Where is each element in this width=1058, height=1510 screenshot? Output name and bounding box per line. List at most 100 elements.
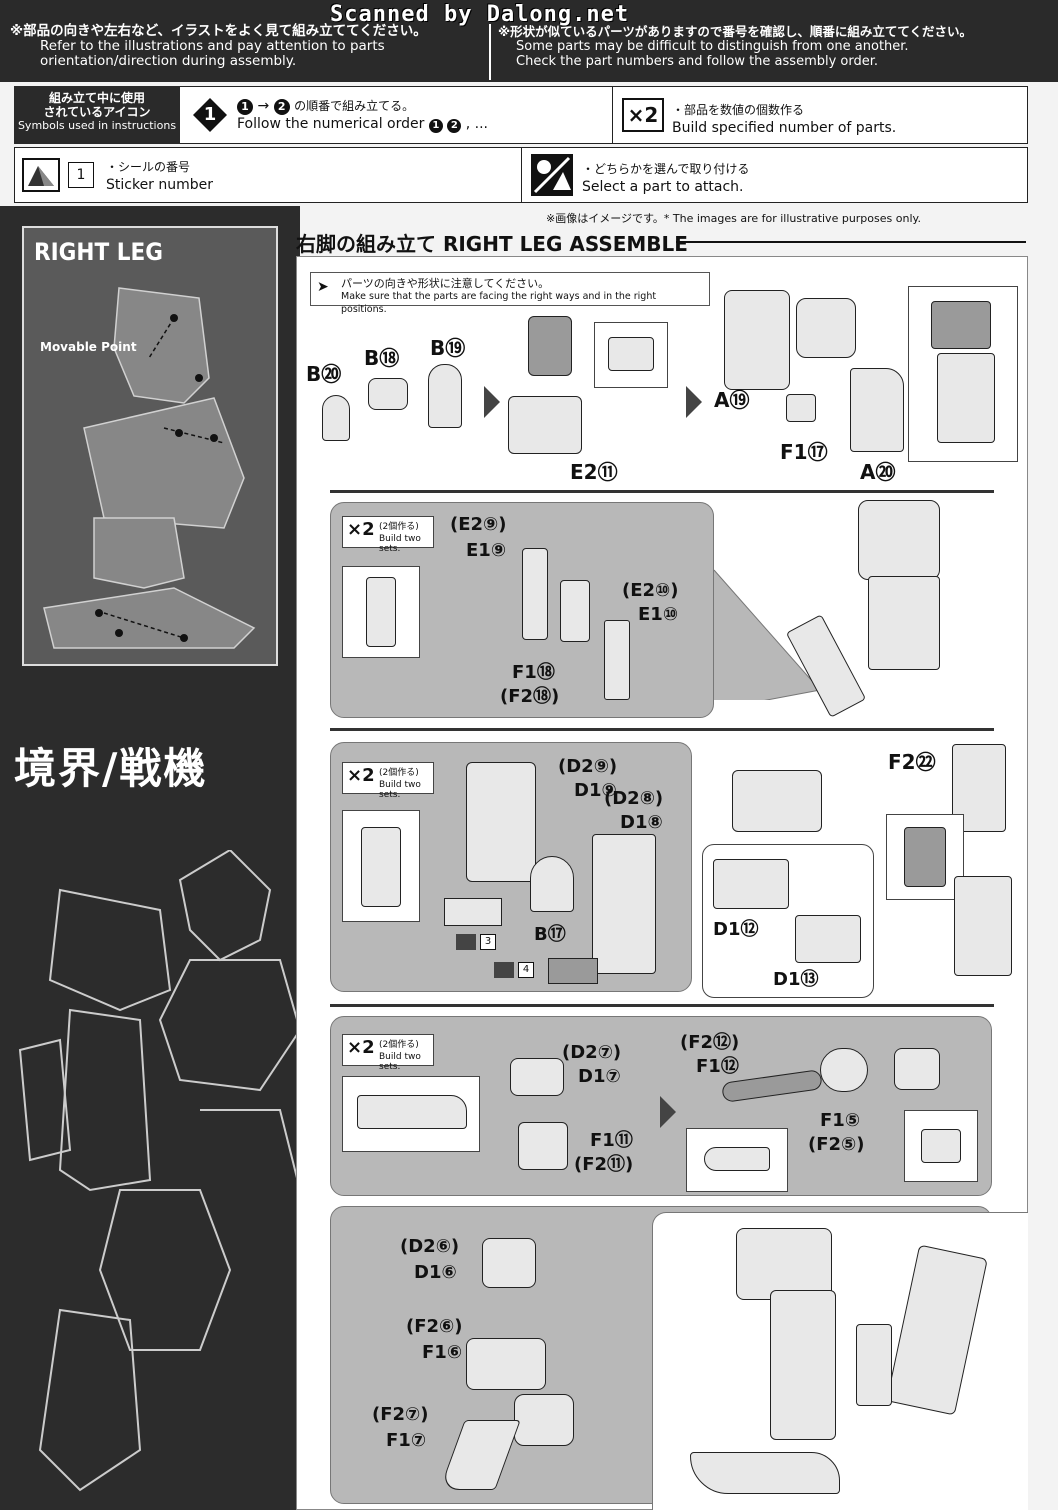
step-separator-3	[330, 1004, 994, 1007]
step-arrow-icon	[484, 386, 500, 418]
label-e1-10: E1⑩	[638, 604, 679, 625]
part-step3-panel	[732, 770, 822, 832]
sticker-en: Sticker number	[106, 177, 214, 193]
sticker-4-number: 4	[518, 962, 534, 978]
choose-part-icon	[531, 154, 573, 196]
step4-x2-jp: (2個作る)	[379, 1040, 419, 1050]
order-arrow: →	[257, 98, 270, 114]
step1-result-box	[908, 286, 1018, 462]
label-f2-12: (F2⑫)	[680, 1032, 740, 1053]
order-symbol-text: 1 → 2 の順番で組み立てる。 Follow the numerical or…	[237, 97, 607, 133]
symbols-label-jp-2: されているアイコン	[43, 105, 151, 119]
note-divider	[489, 24, 491, 80]
step-separator-2	[330, 728, 994, 731]
step3-preview-box	[342, 810, 420, 922]
order-num-2-icon: 2	[273, 99, 290, 115]
step3-x2-badge: ×2 (2個作る) Build two sets.	[342, 762, 434, 800]
note-right-en-1: Some parts may be difficult to distingui…	[516, 39, 909, 54]
step3-preview-part	[361, 827, 401, 907]
step3-sub-box: D1⑫ D1⑬	[702, 844, 874, 998]
sticker-3-shape	[444, 898, 502, 926]
label-e2-11: E2⑪	[570, 460, 618, 484]
label-b18: B⑱	[364, 346, 400, 370]
part-e2-11-illustration	[508, 396, 582, 454]
label-d1-9: D1⑨	[574, 780, 617, 801]
part-b18-illustration	[368, 378, 408, 410]
part-f1-11-illustration	[518, 1122, 568, 1170]
sticker-symbol-text: ・シールの番号 Sticker number	[106, 158, 213, 194]
step4-detail-left	[686, 1128, 788, 1192]
part-a19-illustration	[724, 290, 790, 390]
scan-watermark: Scanned by Dalong.net	[330, 2, 630, 27]
label-d1-8: D1⑧	[620, 812, 663, 833]
x2-jp: ・部品を数値の個数作る	[672, 103, 805, 117]
step-arrow-icon-2	[686, 386, 702, 418]
label-d2-7: (D2⑦)	[562, 1042, 622, 1063]
symbols-divider-2	[521, 147, 522, 203]
step2-x2-icon: ×2	[347, 519, 375, 540]
part-f1-6-illustration	[466, 1338, 546, 1390]
order-en-tail: , ...	[465, 116, 489, 132]
step3-detail-part	[904, 827, 946, 887]
part-joint-assembled	[796, 298, 856, 358]
step3-result-part	[954, 876, 1012, 976]
label-f1-18: F1⑱	[512, 662, 555, 683]
symbols-label-jp-1: 組み立て中に使用	[48, 91, 145, 105]
label-f1-17: F1⑰	[780, 440, 828, 464]
label-d1-12: D1⑫	[713, 919, 759, 940]
step4-detail-right	[904, 1110, 978, 1182]
note-left-en-2: orientation/direction during assembly.	[40, 53, 297, 69]
label-b20: B⑳	[306, 362, 342, 386]
label-f1-7: F1⑦	[386, 1430, 427, 1451]
x2-en: Build specified number of parts.	[672, 120, 897, 136]
step2-x2-jp: (2個作る)	[379, 522, 419, 532]
part-d1-9-illustration	[466, 762, 536, 882]
sticker-4-shape	[548, 958, 598, 984]
step-separator-1	[330, 490, 994, 493]
step4-x2-icon: ×2	[347, 1037, 375, 1058]
label-e2-9: (E2⑨)	[450, 514, 507, 535]
choose-en: Select a part to attach.	[582, 179, 744, 195]
order-en-num-1-icon: 1	[428, 119, 443, 133]
step2-preview-box	[342, 566, 420, 658]
order-step-icon-num: 1	[203, 104, 217, 125]
label-f1-12: F1⑫	[696, 1056, 739, 1077]
choose-symbol-text: ・どちらかを選んで取り付ける Select a part to attach.	[582, 160, 749, 196]
step4-detail-right-part	[921, 1129, 961, 1163]
caution-note: ➤ パーツの向きや形状に注意してください。 Make sure that the…	[310, 272, 710, 315]
step2-result-top	[858, 500, 940, 580]
sticker-4-icon	[494, 962, 514, 978]
symbols-row-1	[14, 86, 1028, 144]
mecha-line-art	[18, 850, 300, 1492]
part-b19-illustration	[428, 364, 462, 428]
order-en: Follow the numerical order	[237, 116, 425, 132]
label-f2-11: (F2⑪)	[574, 1154, 634, 1175]
label-f2-18: (F2⑱)	[500, 686, 560, 707]
label-b19: B⑲	[430, 336, 466, 360]
label-d1-7: D1⑦	[578, 1066, 621, 1087]
part-b20-illustration	[322, 395, 350, 441]
order-jp: の順番で組み立てる。	[294, 99, 415, 113]
caution-jp: パーツの向きや形状に注意してください。	[341, 277, 550, 290]
part-joint-step5	[514, 1394, 574, 1446]
label-d2-9: (D2⑨)	[558, 756, 618, 777]
step2-result-body	[868, 576, 940, 670]
part-a20-illustration	[850, 368, 904, 452]
right-leg-title: RIGHT LEG	[34, 238, 163, 266]
label-e1-9: E1⑨	[466, 540, 507, 561]
x2-badge-icon: ×2	[622, 98, 664, 132]
section-title-rule	[676, 241, 1026, 243]
order-en-num-2-icon: 2	[447, 119, 462, 133]
label-d2-8: (D2⑧)	[604, 788, 664, 809]
symbols-divider-1	[612, 86, 613, 144]
step3-x2-en: Build two sets.	[379, 780, 421, 800]
label-d1-6: D1⑥	[414, 1262, 457, 1283]
part-f1-17-illustration	[786, 394, 816, 422]
detail-inset-box	[594, 322, 668, 388]
section-title: 右脚の組み立て RIGHT LEG ASSEMBLE	[296, 232, 688, 256]
step4-preview-part	[357, 1095, 467, 1129]
label-a20: A⑳	[860, 460, 896, 484]
step3-detail-box	[886, 814, 964, 900]
x2-symbol-text: ・部品を数値の個数作る Build specified number of pa…	[672, 101, 896, 137]
step5-result-shin	[770, 1290, 836, 1440]
